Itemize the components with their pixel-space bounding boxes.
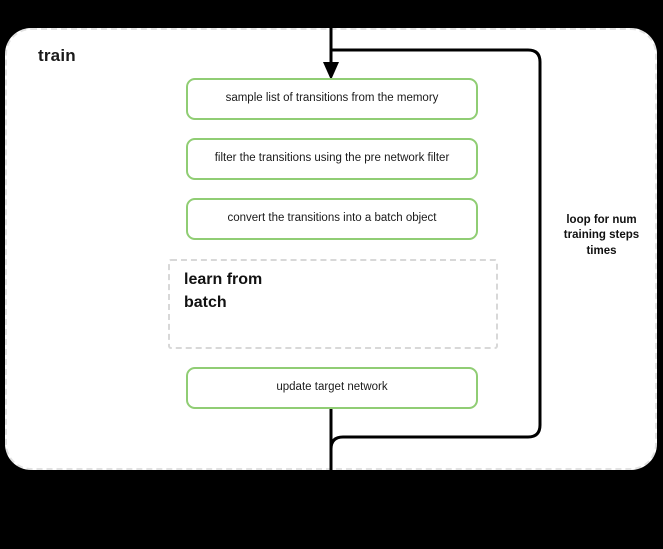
loop-annotation-label: loop for num training steps times — [545, 213, 658, 259]
step-box-update-target-network[interactable]: update target network — [186, 367, 478, 409]
step-label: filter the transitions using the pre net… — [214, 152, 450, 165]
step-label: convert the transitions into a batch obj… — [227, 212, 437, 225]
step-box-filter-transitions[interactable]: filter the transitions using the pre net… — [186, 138, 478, 180]
step-label: update target network — [276, 381, 388, 394]
step-box-sample-transitions[interactable]: sample list of transitions from the memo… — [186, 78, 478, 120]
learn-from-batch-block[interactable]: learn from batch — [168, 259, 498, 349]
learn-from-batch-line-2: batch — [184, 293, 227, 311]
page-title: train — [38, 46, 76, 65]
learn-from-batch-line-1: learn from — [184, 271, 263, 288]
loop-label-line-2: training steps — [563, 229, 640, 242]
learn-from-batch-label: learn from batch — [184, 269, 334, 314]
loop-label-line-3: times — [586, 244, 617, 257]
loop-label-line-1: loop for num — [566, 214, 637, 226]
step-box-convert-batch[interactable]: convert the transitions into a batch obj… — [186, 198, 478, 240]
step-label: sample list of transitions from the memo… — [225, 92, 439, 105]
